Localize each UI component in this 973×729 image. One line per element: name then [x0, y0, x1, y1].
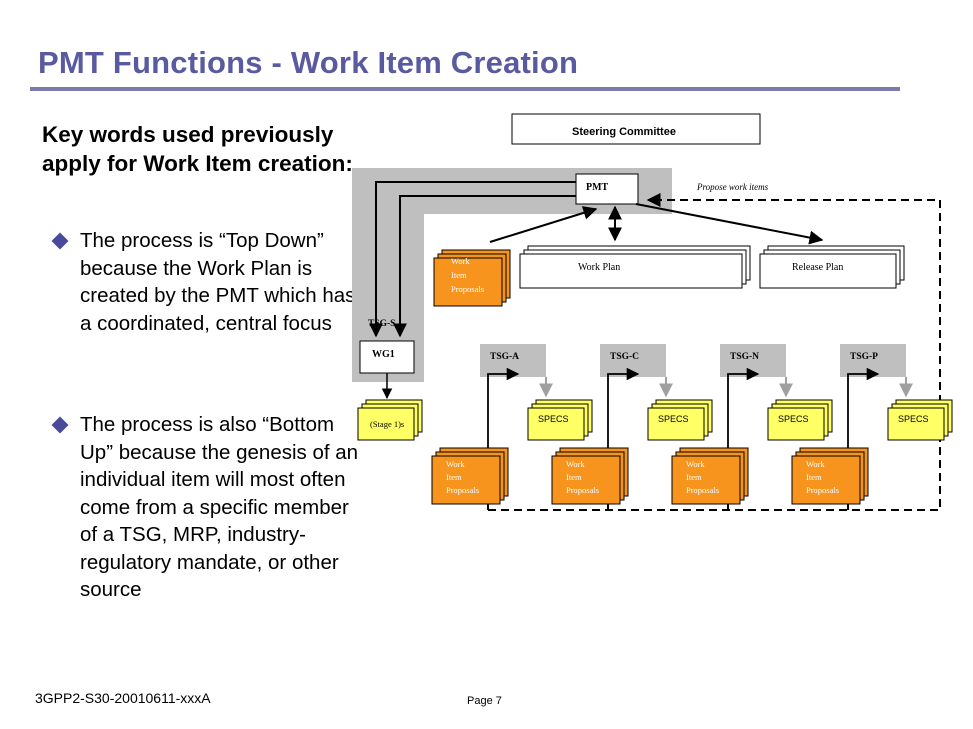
bullet-2-text: The process is also “Bottom Up” because …: [80, 413, 359, 601]
tsg-p-wip-line1: Work: [806, 459, 825, 469]
tsg-s-label: TSG-S: [368, 319, 395, 329]
tsg-n-specs-label: SPECS: [778, 414, 809, 424]
tsg-n-wip-line3: Proposals: [686, 485, 719, 495]
arrow-pmt-to-wg1: [369, 181, 576, 338]
tsg-n-specs-front: [767, 407, 825, 441]
tsg-p-specs-front: [887, 407, 945, 441]
wip-top-line3: Proposals: [451, 284, 484, 294]
tsg-p-wip-line3: Proposals: [806, 485, 839, 495]
wip-top-stack: [433, 249, 511, 307]
tsg-c-wip-line1: Work: [566, 459, 585, 469]
tsg-p-wip-line2: Item: [806, 472, 822, 482]
tsg-c-wip-front: [551, 455, 621, 505]
tsg-c-wip-line2: Item: [566, 472, 582, 482]
footer-doc-id: 3GPP2-S30-20010611-xxxA: [35, 690, 211, 706]
bullet-2: The process is also “Bottom Up” because …: [51, 411, 360, 604]
tsg-a-label: TSG-A: [490, 352, 519, 362]
tsg-a-specs-label: SPECS: [538, 414, 569, 424]
tsg-c-specs-label: SPECS: [658, 414, 689, 424]
arrow-wip-to-pmt: [489, 206, 598, 243]
release-plan-label: Release Plan: [792, 262, 843, 273]
arrow-pmt-release-plan: [635, 203, 824, 245]
wip-top-line2: Item: [451, 270, 467, 280]
title-rule: [30, 87, 900, 91]
tsg-a-wip-line1: Work: [446, 459, 465, 469]
tsg-a-specs-front: [527, 407, 585, 441]
steering-committee-label: Steering Committee: [572, 126, 676, 138]
tsg-n-wip-line2: Item: [686, 472, 702, 482]
work-plan-label: Work Plan: [578, 262, 620, 273]
slide-title: PMT Functions - Work Item Creation: [38, 45, 579, 80]
tsg-c-label: TSG-C: [610, 352, 639, 362]
bullet-1-text: The process is “Top Down” because the Wo…: [80, 229, 356, 335]
dashed-feedback-loop: [488, 193, 941, 511]
heading: Key words used previously apply for Work…: [42, 122, 353, 176]
pmt-box: [575, 173, 639, 205]
tsg-c-specs-front: [647, 407, 705, 441]
propose-work-items-label: Propose work items: [696, 182, 769, 192]
stage1-label: (Stage 1)s: [370, 419, 404, 429]
release-plan-stack: [759, 245, 905, 289]
pmt-label: PMT: [586, 182, 609, 193]
tsg-c-wip-line3: Proposals: [566, 485, 599, 495]
tsg-a-wip-line3: Proposals: [446, 485, 479, 495]
tsg-c-wip-arrow: [607, 367, 640, 448]
tsg-p-wip-front: [791, 455, 861, 505]
tsg-a-wip-line2: Item: [446, 472, 462, 482]
tsg-p-wip-arrow: [847, 367, 880, 448]
footer-page-number: Page 7: [467, 695, 502, 707]
wip-top-line1: Work: [451, 256, 470, 266]
tsg-a-wip-arrow: [487, 367, 520, 448]
stage1-stack: [357, 399, 423, 441]
tsg-n-label: TSG-N: [730, 352, 759, 362]
bullet-1: The process is “Top Down” because the Wo…: [51, 227, 360, 337]
tsg-n-wip-front: [671, 455, 741, 505]
wg1-label: WG1: [372, 349, 395, 360]
tsg-p-label: TSG-P: [850, 352, 878, 362]
tsg-p-specs-label: SPECS: [898, 414, 929, 424]
steering-committee-box: [511, 113, 761, 145]
tsg-a-wip-front: [431, 455, 501, 505]
work-plan-stack: [519, 245, 751, 289]
tsg-n-wip-line1: Work: [686, 459, 705, 469]
arrow-pmt-to-tsg-s: [393, 195, 576, 338]
tsg-n-wip-arrow: [727, 367, 760, 448]
